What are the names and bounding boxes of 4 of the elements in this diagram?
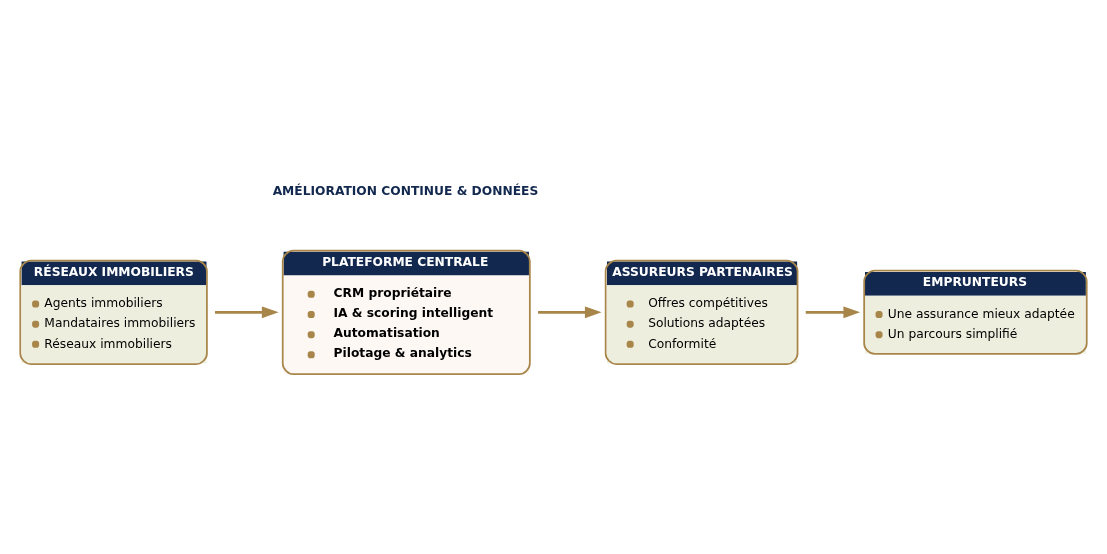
arrow bbox=[805, 306, 861, 318]
arrow bbox=[215, 306, 279, 318]
arrow bbox=[538, 306, 602, 318]
label: AMÉLIORATION CONTINUE & DONNÉES bbox=[272, 183, 539, 198]
